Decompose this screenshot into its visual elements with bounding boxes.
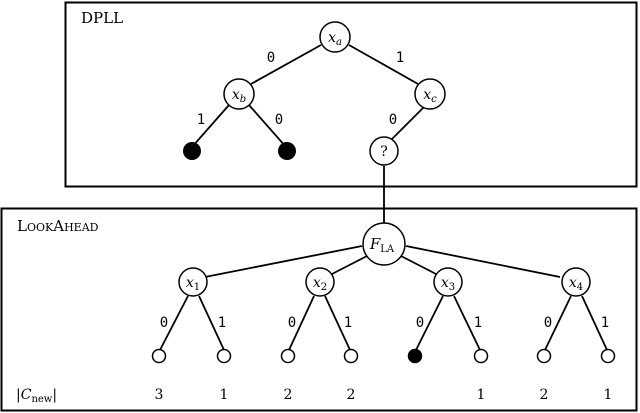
la-var-node: x2: [305, 267, 335, 297]
svg-text:?: ?: [380, 144, 388, 160]
dpll-edge-left-left: [191, 104, 230, 148]
la-branch-label: 1: [218, 315, 226, 331]
la-root-node: FLA: [362, 222, 406, 266]
la-branch-label: 0: [160, 315, 168, 331]
la-leaf-edge: [159, 295, 189, 351]
la-leaf-open: [216, 348, 232, 364]
dpll-edge-label: 0: [389, 112, 397, 128]
dpll-panel: [64, 1, 638, 188]
la-branch-label: 1: [601, 315, 609, 331]
la-branch-label: 1: [344, 315, 352, 331]
la-leaf-edge: [415, 295, 444, 351]
dpll-edge-left-right: [248, 104, 287, 148]
svg-text:xb: xb: [232, 87, 246, 105]
la-leaf-open: [280, 348, 296, 364]
count-value: 1: [220, 387, 229, 403]
la-edge: [204, 245, 363, 278]
svg-text:xc: xc: [423, 87, 437, 105]
dpll-node-root: xa: [319, 21, 351, 53]
lookahead-panel: [0, 207, 638, 412]
la-leaf-open: [473, 348, 489, 364]
svg-text:x2: x2: [313, 275, 327, 293]
la-leaf-open: [536, 348, 552, 364]
la-leaf-edge: [544, 295, 572, 351]
la-edge: [405, 245, 561, 278]
la-leaf-edge: [198, 295, 225, 351]
la-leaf-edge: [453, 295, 481, 351]
la-leaf-open: [343, 348, 359, 364]
la-var-node: x1: [178, 267, 208, 297]
la-leaf-filled: [407, 348, 423, 364]
la-branch-label: 0: [416, 315, 424, 331]
la-branch-label: 0: [288, 315, 296, 331]
la-edge: [400, 255, 437, 275]
count-value: 1: [477, 387, 486, 403]
dpll-edge-right-down: [391, 106, 425, 140]
count-value: 2: [284, 387, 293, 403]
la-leaf-open: [151, 348, 167, 364]
la-var-node: x4: [561, 267, 591, 297]
count-value: 1: [604, 387, 613, 403]
la-var-node: x3: [433, 267, 463, 297]
svg-text:FLA: FLA: [369, 235, 395, 255]
la-leaf-edge: [324, 295, 351, 351]
la-branch-label: 0: [544, 315, 552, 331]
dpll-edge-root-right: [348, 44, 419, 85]
la-leaf-edge: [581, 295, 608, 351]
dpll-edge-label: 1: [396, 50, 404, 66]
dpll-leaf-filled: [183, 142, 201, 160]
svg-text:x3: x3: [441, 275, 455, 293]
la-leaf-open: [600, 348, 616, 364]
dpll-edge-label: 0: [275, 112, 283, 128]
dpll-leaf-filled: [278, 142, 296, 160]
svg-text:xa: xa: [328, 30, 342, 48]
dpll-node-right: xc: [414, 78, 446, 110]
dpll-node-query: ?: [369, 136, 399, 166]
count-value: 2: [540, 387, 549, 403]
dpll-edge-label: 0: [267, 50, 275, 66]
svg-text:x4: x4: [569, 275, 583, 293]
dpll-edge-root-left: [250, 44, 322, 85]
dpll-title: DPLL: [81, 9, 123, 27]
dpll-edge-label: 1: [197, 112, 205, 128]
svg-text:x1: x1: [186, 275, 200, 293]
la-edge: [331, 255, 368, 275]
la-leaves: [151, 348, 616, 364]
lookahead-title: LOOKAHEAD: [17, 217, 99, 235]
count-row-label: |Cnew|: [16, 387, 57, 405]
dpll-node-left: xb: [223, 78, 255, 110]
count-value: 2: [347, 387, 356, 403]
la-branch-label: 1: [474, 315, 482, 331]
count-row: 3 1 2 2 1 2 1: [155, 387, 613, 403]
count-value: 3: [155, 387, 164, 403]
la-leaf-edge: [288, 295, 315, 351]
